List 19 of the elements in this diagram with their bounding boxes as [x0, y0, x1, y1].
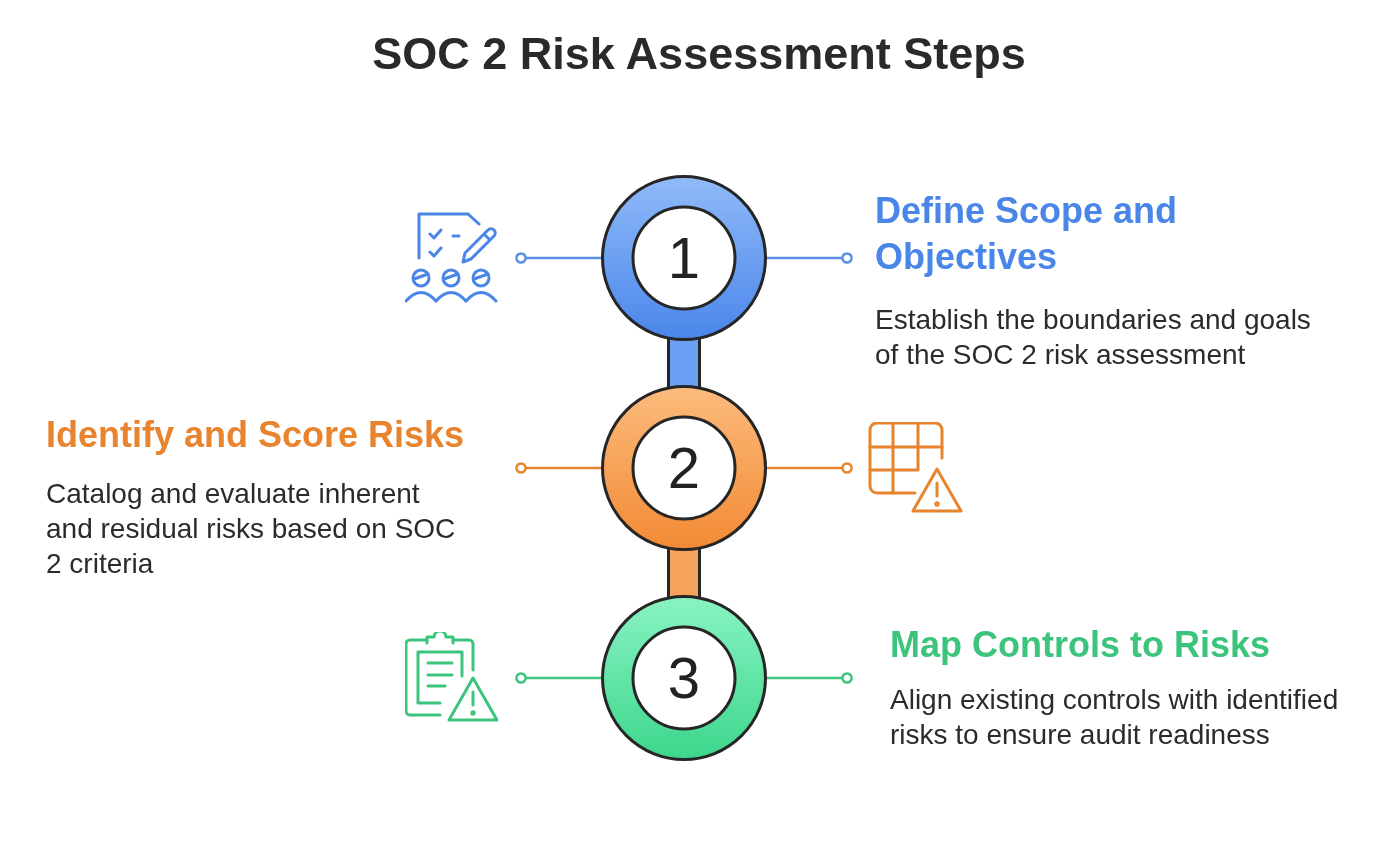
connector-line	[515, 252, 601, 264]
step-heading: Identify and Score Risks	[46, 413, 466, 457]
connector-line	[767, 672, 853, 684]
step-heading: Map Controls to Risks	[890, 623, 1272, 667]
step-description: Establish the boundaries and goals of the SOC 2 risk assessment	[875, 303, 1312, 372]
connector-line	[767, 252, 853, 264]
connector-line	[767, 462, 853, 474]
step-circle	[601, 385, 767, 551]
step-number: 3	[667, 649, 701, 707]
connector-line	[515, 672, 601, 684]
step-number: 1	[667, 229, 701, 287]
connector-line	[515, 462, 601, 474]
step-description: Align existing controls with identified risks to ensure audit readiness	[890, 683, 1340, 752]
title: SOC 2 Risk Assessment Steps	[372, 27, 1026, 81]
step-heading: Define Scope and Objectives	[875, 189, 1179, 279]
step-number: 2	[667, 439, 701, 497]
step-circle	[601, 595, 767, 761]
step-description: Catalog and evaluate inherent and residual risks based on SOC 2 criteria	[46, 477, 457, 581]
step-circle	[601, 175, 767, 341]
